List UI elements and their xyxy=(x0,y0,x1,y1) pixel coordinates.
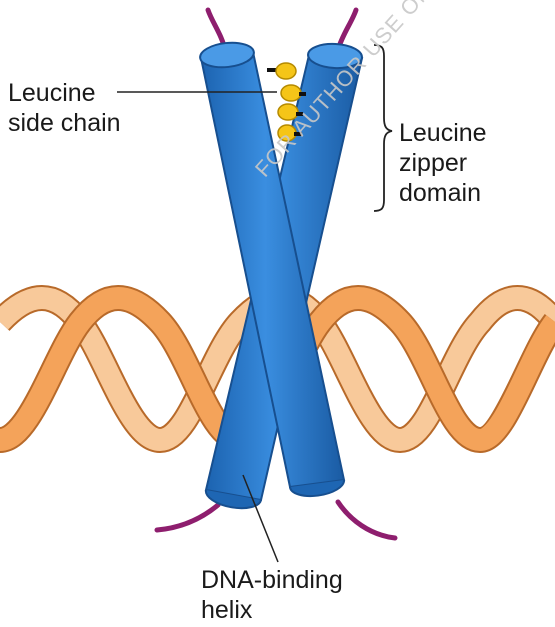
leucine-bead xyxy=(281,85,301,101)
label-leucine-zipper-domain: Leucine zipper domain xyxy=(399,118,487,208)
helix-tail-bottom-left xyxy=(157,505,218,530)
label-line: zipper xyxy=(399,148,487,178)
label-line: side chain xyxy=(8,108,121,138)
label-line: domain xyxy=(399,178,487,208)
helix-tail-bottom-right xyxy=(338,502,395,538)
label-line: DNA-binding xyxy=(201,565,343,595)
zipper-domain-brace xyxy=(374,45,392,211)
label-line: helix xyxy=(201,595,343,625)
label-line: Leucine xyxy=(8,78,121,108)
label-leucine-side-chain: Leucine side chain xyxy=(8,78,121,138)
label-line: Leucine xyxy=(399,118,487,148)
leucine-bead xyxy=(276,63,296,79)
label-dna-binding-helix: DNA-binding helix xyxy=(201,565,343,625)
